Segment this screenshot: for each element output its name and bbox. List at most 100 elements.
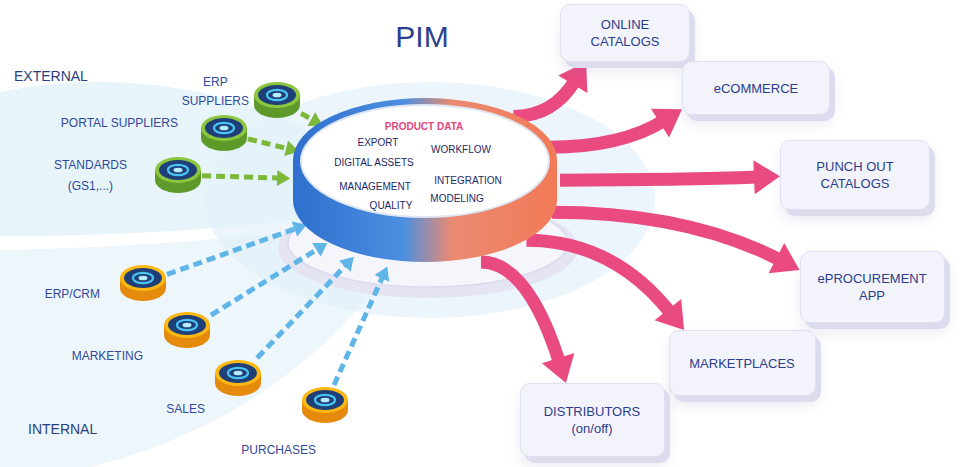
source-disk: PURCHASES — [301, 385, 349, 425]
disk-ring — [177, 320, 197, 330]
source-disk: SALES — [214, 358, 262, 398]
disk-face — [205, 118, 243, 138]
arrow-head — [542, 353, 574, 383]
source-disk: STANDARDS (GS1,...) — [154, 155, 202, 195]
disk-rim — [254, 82, 300, 108]
channel-label: ePROCUREMENT APP — [818, 270, 927, 304]
disk-ring — [315, 395, 335, 405]
zone-label: INTERNAL — [28, 421, 97, 437]
disk-hub — [220, 126, 229, 131]
disk-rim — [155, 157, 201, 183]
disk-face — [124, 268, 162, 288]
arrow-shaft — [481, 262, 560, 363]
arrow-head — [375, 267, 390, 282]
pim-feature: DIGITAL ASSETS — [334, 157, 413, 169]
arrow-shaft — [167, 228, 297, 274]
disk-icon — [301, 385, 349, 425]
disk-face — [258, 85, 296, 105]
input-arrow — [334, 267, 389, 385]
channel-label: eCOMMERCE — [714, 80, 799, 97]
disk-icon — [214, 358, 262, 398]
pim-feature: PRODUCT DATA — [385, 121, 464, 133]
output-arrow — [549, 109, 682, 148]
arrow-head — [339, 257, 354, 272]
channel-label: PUNCH OUT CATALOGS — [800, 158, 910, 192]
source-label: STANDARDS (GS1,...) — [54, 155, 127, 197]
disk-hub — [174, 168, 183, 173]
arrow-shaft — [549, 120, 665, 147]
pim-hub: PRODUCT DATA EXPORT WORKFLOW DIGITAL ASSETS… — [290, 95, 560, 270]
disk-ring — [214, 123, 234, 133]
input-arrow — [248, 139, 299, 156]
channel-label: ONLINE CATALOGS — [578, 16, 673, 50]
disk-face — [168, 315, 206, 335]
arrow-head — [277, 170, 290, 186]
disk-ring — [267, 90, 287, 100]
disk-face — [306, 390, 344, 410]
pim-feature: MANAGEMENT — [339, 181, 411, 193]
input-arrow — [202, 170, 290, 186]
disk-hub — [273, 93, 282, 98]
arrow-shaft — [526, 240, 671, 313]
disk-icon — [200, 113, 248, 153]
source-label: ERP/CRM — [45, 285, 100, 303]
source-label: PORTAL SUPPLIERS — [61, 114, 178, 132]
disk-rim — [302, 387, 348, 413]
arrow-shaft — [513, 80, 575, 117]
disk-rim — [201, 115, 247, 141]
arrow-shaft — [211, 248, 319, 315]
source-label: MARKETING — [72, 347, 143, 365]
channel-box: PUNCH OUT CATALOGS — [780, 140, 930, 210]
arrow-head — [651, 109, 682, 138]
arrow-shaft — [560, 177, 759, 180]
disk-hub — [321, 398, 330, 403]
disk-rim — [120, 265, 166, 291]
disk-icon — [119, 263, 167, 303]
arrow-shaft — [257, 264, 347, 358]
arrow-shaft — [202, 176, 280, 178]
output-arrow — [481, 262, 574, 383]
pim-feature: QUALITY — [370, 200, 413, 212]
source-disk: MARKETING — [163, 310, 211, 350]
source-disk: ERP SUPPLIERS — [253, 80, 301, 120]
disk-ring — [133, 273, 153, 283]
output-arrow — [552, 212, 800, 273]
output-arrow — [513, 62, 587, 116]
disk-rim — [215, 360, 261, 386]
channel-label: DISTRIBUTORS (on/off) — [544, 403, 641, 437]
channel-box: MARKETPLACES — [669, 330, 816, 396]
pim-halo — [205, 82, 655, 318]
disk-icon — [154, 155, 202, 195]
pim-feature: INTEGRATION — [434, 175, 502, 187]
channel-box: eCOMMERCE — [682, 61, 830, 115]
disk-rim — [164, 312, 210, 338]
arrow-shaft — [334, 276, 383, 385]
output-arrow — [560, 160, 780, 194]
zone-label: EXTERNAL — [14, 68, 88, 84]
disk-hub — [234, 371, 243, 376]
disk-face — [159, 160, 197, 180]
arrow-head — [558, 62, 587, 93]
source-disk: ERP/CRM — [119, 263, 167, 303]
disk-face — [219, 363, 257, 383]
pim-feature: MODELING — [430, 193, 483, 205]
arrow-shaft — [248, 139, 289, 149]
disk-hub — [183, 323, 192, 328]
disk-ring — [228, 368, 248, 378]
arrow-head — [312, 243, 327, 257]
disk-icon — [163, 310, 211, 350]
disk-hub — [139, 276, 148, 281]
output-arrow — [526, 240, 684, 330]
disk-ring — [168, 165, 188, 175]
channel-label: MARKETPLACES — [689, 355, 794, 372]
arrow-head — [753, 160, 780, 194]
pim-feature: EXPORT — [358, 137, 399, 149]
channel-box: ONLINE CATALOGS — [560, 4, 690, 62]
source-label: SALES — [166, 400, 205, 418]
input-arrow — [257, 257, 354, 358]
channel-box: ePROCUREMENT APP — [800, 251, 945, 323]
arrow-head — [655, 299, 684, 330]
pim-rim — [293, 98, 557, 222]
pim-feature: WORKFLOW — [431, 144, 491, 156]
source-label: PURCHASES — [241, 441, 316, 459]
